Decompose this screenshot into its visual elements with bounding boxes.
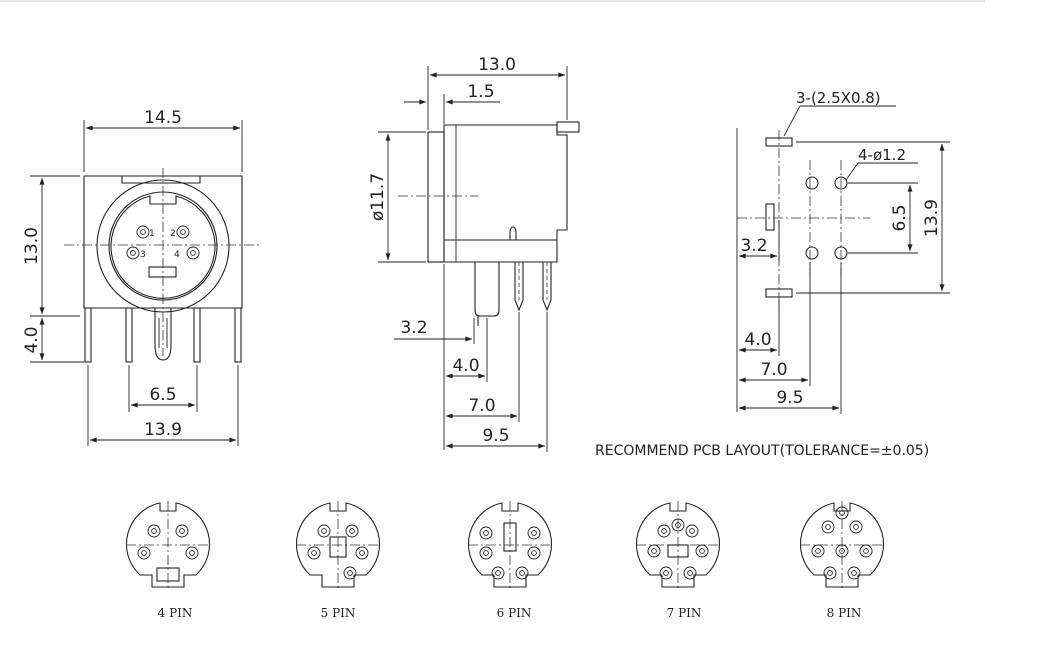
dim-pin-spacing: 6.5 <box>149 385 176 405</box>
pin-variant-4: 4 PIN <box>125 501 211 620</box>
dim-side-4-0: 4.0 <box>452 356 479 376</box>
pin-number-3: 3 <box>140 250 146 260</box>
front-view: 1 2 3 4 14.5 13.0 4.0 6.5 <box>22 108 262 446</box>
side-view: 13.0 1.5 ø11.7 3.2 4.0 7.0 9.5 <box>368 55 580 452</box>
pin-number-1: 1 <box>149 229 155 239</box>
pin-variant-5: 5 PIN <box>295 501 381 620</box>
pin-number-4: 4 <box>174 250 180 260</box>
label-holes: 4-ø1.2 <box>858 146 906 164</box>
slot-side <box>765 203 775 231</box>
pin-label-5: 5 PIN <box>321 606 356 620</box>
pin-variant-8: 8 PIN <box>799 501 885 620</box>
dim-pcb-6-5: 6.5 <box>890 204 910 231</box>
dim-pcb-13-9: 13.9 <box>922 199 942 237</box>
dim-flange: 1.5 <box>467 82 494 102</box>
pcb-holes <box>805 176 848 260</box>
dim-bottom-width: 13.9 <box>144 420 182 440</box>
dim-side-9-5: 9.5 <box>482 426 509 446</box>
dim-front-width: 14.5 <box>144 108 182 128</box>
dim-pcb-4-0: 4.0 <box>744 330 771 350</box>
front-legs <box>84 307 242 363</box>
flange <box>427 131 445 263</box>
dim-front-height: 13.0 <box>22 227 42 265</box>
dim-overall-length: 13.0 <box>478 55 516 75</box>
dim-side-3-2: 3.2 <box>400 318 427 338</box>
pin-variant-7: 7 PIN <box>635 501 721 620</box>
dim-pin-length: 4.0 <box>22 326 42 353</box>
pin-number-2: 2 <box>170 229 176 239</box>
dim-diameter: ø11.7 <box>368 173 388 221</box>
pin-label-8: 8 PIN <box>827 606 862 620</box>
label-slots: 3-(2.5X0.8) <box>796 89 881 107</box>
pcb-caption: RECOMMEND PCB LAYOUT(TOLERANCE=±0.05) <box>595 443 929 459</box>
dim-pcb-3-2: 3.2 <box>740 236 767 256</box>
pin-label-7: 7 PIN <box>667 606 702 620</box>
pin-label-6: 6 PIN <box>497 606 532 620</box>
dim-pcb-7-0: 7.0 <box>760 360 787 380</box>
pin-variant-6: 6 PIN <box>467 501 553 620</box>
dim-side-7-0: 7.0 <box>468 396 495 416</box>
pin-label-4: 4 PIN <box>158 606 193 620</box>
dim-pcb-9-5: 9.5 <box>776 388 803 408</box>
side-legs <box>474 262 552 326</box>
pcb-layout: 3-(2.5X0.8) 4-ø1.2 6.5 13.9 3.2 4.0 7.0 … <box>595 89 950 459</box>
key-slot <box>148 266 177 278</box>
